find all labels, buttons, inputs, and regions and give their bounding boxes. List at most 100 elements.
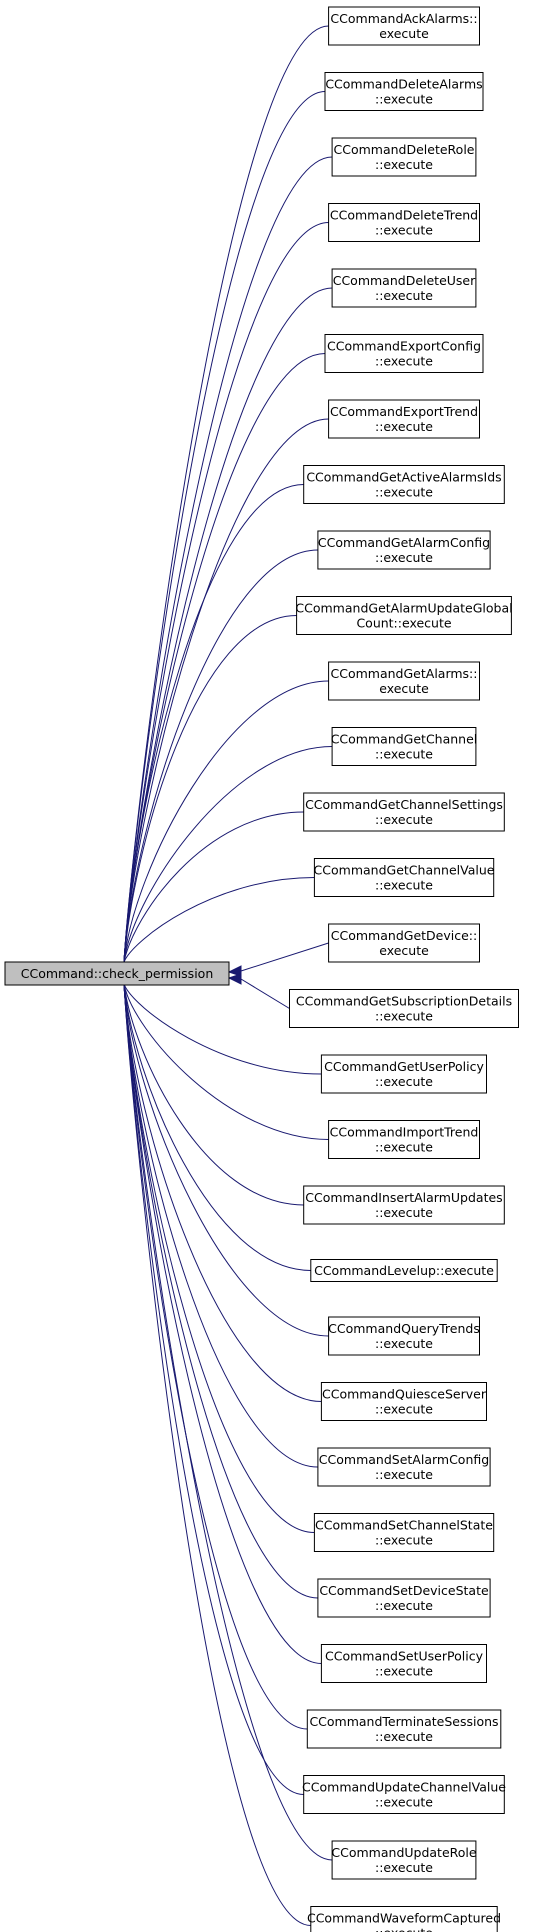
caller-node-box	[303, 465, 505, 504]
caller-node[interactable]: CCommandUpdateChannelValue::execute	[302, 1775, 506, 1814]
caller-node-label-line1: CCommandInsertAlarmUpdates	[305, 1190, 502, 1205]
call-edge	[123, 983, 329, 1337]
caller-node[interactable]: CCommandGetChannelValue::execute	[313, 858, 495, 897]
caller-node-label-line2: ::execute	[375, 1205, 433, 1220]
caller-node-label-line1: CCommandGetChannelValue	[314, 863, 495, 878]
caller-node-label-line1: CCommandExportTrend	[330, 404, 478, 419]
caller-node-label-line1: CCommandDeleteUser	[333, 273, 476, 288]
caller-node-label-line2: ::execute	[375, 92, 433, 107]
arrowhead	[227, 973, 242, 985]
caller-node-label-line2: execute	[379, 681, 429, 696]
caller-node-label-line1: CCommandDeleteRole	[334, 142, 475, 157]
caller-node[interactable]: CCommandExportTrend::execute	[328, 399, 480, 439]
call-edge	[123, 222, 329, 963]
caller-node-label-line1: CCommandDeleteAlarms	[325, 77, 482, 92]
caller-node-label-line1: CCommandAckAlarms::	[330, 11, 477, 26]
caller-node-label-line1: CCommandGetChannelSettings	[305, 797, 503, 812]
caller-node-label-line1: CCommandSetUserPolicy	[325, 1649, 484, 1664]
caller-node[interactable]: CCommandGetSubscriptionDetails::execute	[289, 989, 519, 1028]
caller-node-label-line1: CCommandGetActiveAlarmsIds	[306, 470, 501, 485]
caller-node[interactable]: CCommandGetChannelSettings::execute	[303, 792, 505, 832]
root-node-box	[4, 961, 230, 986]
caller-node-box	[324, 334, 484, 373]
caller-node-label-line1: CCommandQueryTrends	[328, 1321, 480, 1336]
caller-node-label-line1: CCommandGetSubscriptionDetails	[296, 994, 512, 1009]
arrowhead	[227, 965, 242, 977]
caller-node-label-line2: ::execute	[375, 1795, 433, 1810]
caller-node-label-line2: ::execute	[375, 1664, 433, 1679]
caller-node[interactable]: CCommandExportConfig::execute	[324, 334, 484, 373]
call-edge	[123, 983, 318, 1599]
caller-node-label-line1: CCommandUpdateRole	[331, 1845, 476, 1860]
caller-node[interactable]: CCommandGetUserPolicy::execute	[320, 1054, 487, 1094]
caller-node-label-line2: ::execute	[375, 1009, 433, 1024]
caller-node-box	[328, 399, 480, 439]
caller-node[interactable]: CCommandQueryTrends::execute	[328, 1316, 480, 1356]
caller-node-label-line2: ::execute	[375, 1074, 433, 1089]
caller-node-label-line2: ::execute	[375, 1467, 433, 1482]
caller-node[interactable]: CCommandGetChannel::execute	[331, 727, 478, 766]
caller-node[interactable]: CCommandGetAlarmUpdateGlobalCount::execu…	[295, 596, 513, 635]
caller-node[interactable]: CCommandDeleteTrend::execute	[328, 203, 480, 242]
call-edge	[123, 983, 304, 1206]
call-edge	[123, 983, 322, 1664]
caller-node[interactable]: CCommandSetChannelState::execute	[313, 1513, 495, 1552]
caller-node-label-line2: execute	[379, 943, 429, 958]
caller-node[interactable]: CCommandGetDevice::execute	[328, 923, 480, 963]
caller-node[interactable]: CCommandUpdateRole::execute	[331, 1840, 477, 1880]
caller-node[interactable]: CCommandDeleteRole::execute	[331, 137, 477, 177]
caller-node-box	[320, 1644, 487, 1683]
caller-node[interactable]: CCommandTerminateSessions::execute	[306, 1709, 502, 1749]
caller-node-label-line1: CCommandWaveformCaptured	[307, 1911, 501, 1926]
caller-node-box	[289, 989, 519, 1028]
caller-node[interactable]: CCommandLevelup::execute	[310, 1259, 498, 1282]
caller-node-label-line1: CCommandTerminateSessions	[309, 1714, 498, 1729]
nodes-layer: CCommandAckAlarms::executeCCommandDelete…	[289, 6, 519, 1932]
call-edge	[123, 25, 329, 963]
call-edge	[123, 680, 329, 963]
caller-node-label-line2: ::execute	[375, 485, 433, 500]
call-edge	[123, 877, 315, 963]
caller-node[interactable]: CCommandSetAlarmConfig::execute	[317, 1447, 491, 1487]
caller-node-label-line2: ::execute	[375, 1860, 433, 1875]
caller-node[interactable]: CCommandQuiesceServer::execute	[320, 1382, 487, 1421]
call-edge	[123, 983, 329, 1140]
caller-node[interactable]: CCommandImportTrend::execute	[328, 1120, 480, 1159]
caller-node-label-line1: CCommandGetDevice::	[331, 928, 477, 943]
caller-node-box	[328, 6, 480, 46]
caller-node-box	[328, 923, 480, 963]
caller-node-label-line1: CCommandSetAlarmConfig	[319, 1452, 489, 1467]
caller-node-box	[296, 596, 512, 635]
caller-node-box	[303, 1185, 505, 1225]
call-edge	[123, 983, 311, 1271]
caller-node[interactable]: CCommandSetUserPolicy::execute	[320, 1644, 487, 1683]
caller-node-label-line2: ::execute	[375, 157, 433, 172]
caller-node[interactable]: CCommandDeleteUser::execute	[331, 268, 477, 308]
caller-node[interactable]: CCommandInsertAlarmUpdates::execute	[303, 1185, 505, 1225]
caller-node-label-line2: ::execute	[375, 812, 433, 827]
caller-node[interactable]: CCommandGetAlarmConfig::execute	[317, 530, 491, 570]
caller-node-box	[317, 1578, 491, 1618]
caller-node-label-line1: CCommandGetAlarms::	[331, 666, 478, 681]
caller-node-label-line2: ::execute	[375, 419, 433, 434]
caller-node-label-line1: CCommandSetDeviceState	[319, 1583, 489, 1598]
caller-node-label-line1: CCommandGetAlarmUpdateGlobal	[295, 601, 512, 616]
caller-node[interactable]: CCommandAckAlarms::execute	[328, 6, 480, 46]
caller-node[interactable]: CCommandSetDeviceState::execute	[317, 1578, 491, 1618]
caller-node-label-line2: ::execute	[375, 878, 433, 893]
caller-node[interactable]: CCommandWaveformCaptured::execute	[307, 1906, 501, 1932]
caller-node-box	[328, 661, 480, 701]
caller-node[interactable]: CCommandGetActiveAlarmsIds::execute	[303, 465, 505, 504]
caller-node-label-line2: ::execute	[375, 1402, 433, 1417]
caller-node-box	[324, 72, 484, 111]
caller-node[interactable]: CCommandDeleteAlarms::execute	[324, 72, 484, 111]
root-node-label: CCommand::check_permission	[21, 966, 214, 981]
caller-node-label-line1: CCommandQuiesceServer	[322, 1387, 487, 1402]
caller-node[interactable]: CCommandGetAlarms::execute	[328, 661, 480, 701]
caller-node-box	[313, 858, 495, 897]
root-node[interactable]: CCommand::check_permission	[4, 961, 230, 986]
caller-node-label-line2: ::execute	[375, 550, 433, 565]
call-edge	[123, 353, 326, 963]
caller-node-label-line1: CCommandGetAlarmConfig	[318, 535, 490, 550]
caller-node-label-line1: CCommandExportConfig	[327, 339, 481, 354]
